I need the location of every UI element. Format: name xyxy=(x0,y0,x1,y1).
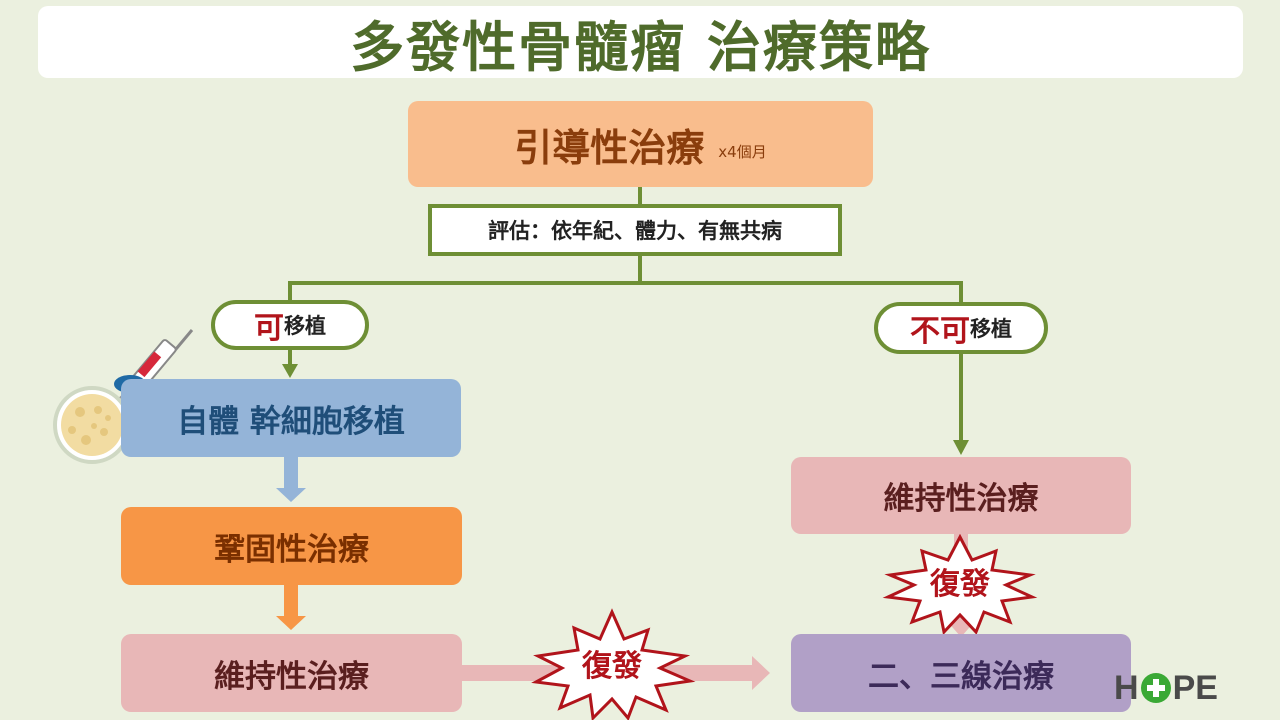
arrow-asct-consol xyxy=(276,457,306,502)
arrowhead-no-maint xyxy=(953,440,969,455)
relapse-label-right: 復發 xyxy=(929,567,990,602)
transplant-eligible-pill: 可 移植 xyxy=(211,300,369,350)
page-title: 多發性骨髓瘤 治療策略 xyxy=(350,15,931,79)
relapse-label-left: 復發 xyxy=(581,649,642,684)
induction-duration: x4個月 xyxy=(718,142,767,161)
bone-marrow-icon xyxy=(53,386,131,464)
transplant-ineligible-mark: 不可 xyxy=(910,314,970,349)
transplant-eligible-suffix: 移植 xyxy=(284,314,326,338)
second-line-label: 二、三線治療 xyxy=(868,658,1054,695)
arrow-consol-maint xyxy=(276,585,306,630)
asct-label: 自體 幹細胞移植 xyxy=(177,403,405,440)
logo-text-pre: H xyxy=(1114,668,1139,707)
medical-cross-icon xyxy=(1140,673,1171,703)
transplant-eligible-mark: 可 xyxy=(254,311,284,346)
logo-text-post: PE xyxy=(1172,668,1218,707)
asct-box: 自體 幹細胞移植 xyxy=(121,379,461,457)
maintenance-left-label: 維持性治療 xyxy=(214,658,369,695)
induction-label: 引導性治療 xyxy=(514,125,705,170)
maintenance-right-label: 維持性治療 xyxy=(883,481,1039,517)
induction-box: 引導性治療 x4個月 xyxy=(408,101,873,187)
transplant-ineligible-suffix: 移植 xyxy=(970,317,1012,341)
maintenance-left-box: 維持性治療 xyxy=(121,634,462,712)
assessment-label: 評估：依年紀、體力、有無共病 xyxy=(488,219,782,243)
transplant-ineligible-pill: 不可 移植 xyxy=(874,302,1048,354)
hope-logo: H PE xyxy=(1114,668,1254,708)
assessment-box: 評估：依年紀、體力、有無共病 xyxy=(428,204,842,256)
second-line-box: 二、三線治療 xyxy=(791,634,1131,712)
relapse-burst-right xyxy=(882,533,1038,636)
consolidation-label: 鞏固性治療 xyxy=(214,531,369,568)
consolidation-box: 鞏固性治療 xyxy=(121,507,462,585)
arrowhead-yes-asct xyxy=(282,364,298,378)
maintenance-right-box: 維持性治療 xyxy=(791,457,1131,534)
title-bar: 多發性骨髓瘤 治療策略 xyxy=(38,6,1243,79)
relapse-burst-left xyxy=(531,608,696,720)
